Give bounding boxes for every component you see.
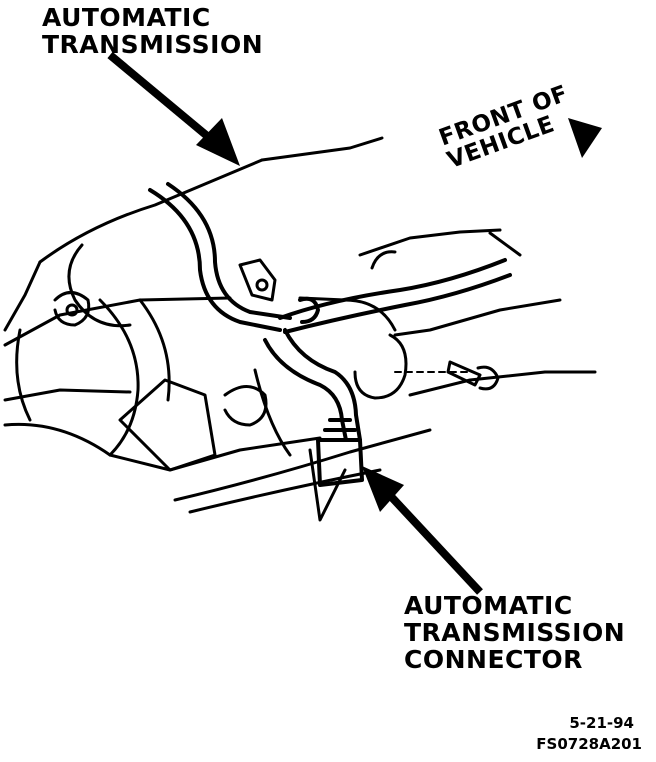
front-direction-arrow-icon [568, 118, 602, 158]
connector-label-line-1: AUTOMATIC [404, 591, 573, 620]
transmission-label: AUTOMATIC TRANSMISSION [42, 4, 263, 58]
bolt [394, 360, 500, 391]
mount-bracket [53, 258, 277, 327]
arrow-icon [107, 51, 483, 595]
figure-id: FS0728A201 [536, 735, 642, 753]
wiring-harness [148, 182, 512, 487]
connector-label-line-3: CONNECTOR [404, 645, 583, 674]
connector-label: AUTOMATIC TRANSMISSION CONNECTOR [404, 592, 625, 673]
transmission-label-line-1: AUTOMATIC [42, 3, 211, 32]
connector-label-line-2: TRANSMISSION [404, 618, 626, 647]
transmission-label-line-2: TRANSMISSION [42, 30, 264, 59]
date-code: 5-21-94 [569, 714, 634, 732]
transmission-housing [3, 136, 597, 522]
